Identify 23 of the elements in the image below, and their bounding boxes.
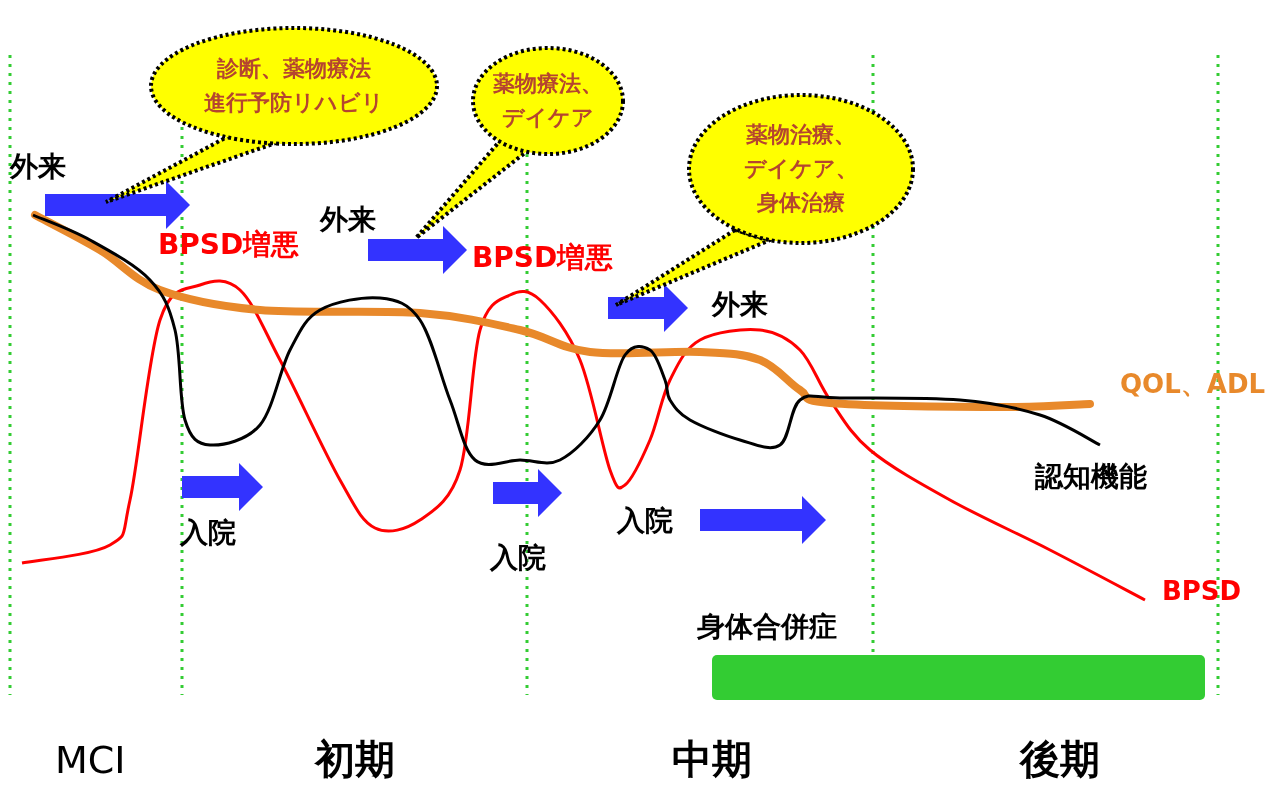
annotation-label: 外来 bbox=[712, 290, 768, 321]
bubble-text: 薬物療法、 bbox=[493, 69, 603, 98]
bar-label: 身体合併症 bbox=[697, 612, 837, 643]
annotation-label: 入院 bbox=[617, 506, 673, 537]
stage-label: 中期 bbox=[672, 737, 752, 781]
bubble-text: 身体治療 bbox=[757, 189, 845, 218]
stage-label: 初期 bbox=[315, 737, 395, 781]
annotation-label: 外来 bbox=[320, 205, 376, 236]
annotation-label: 入院 bbox=[180, 518, 236, 549]
annotation-label: 外来 bbox=[10, 152, 66, 183]
annotation-label: QOL、ADL bbox=[1120, 370, 1266, 399]
annotation-label: BPSD増悪 bbox=[472, 243, 614, 274]
annotation-label: 認知機能 bbox=[1035, 462, 1147, 493]
bubble-text: デイケア、 bbox=[744, 154, 858, 183]
stage-label: 後期 bbox=[1020, 737, 1100, 781]
bubble-text: 診断、薬物療法 bbox=[217, 54, 371, 83]
stage-label: MCI bbox=[55, 740, 126, 782]
annotation-label: BPSD bbox=[1162, 577, 1242, 606]
bubble-text: デイケア bbox=[502, 104, 594, 132]
bubble-text: 薬物治療、 bbox=[746, 120, 856, 149]
bubble-text: 進行予防リハビリ bbox=[204, 89, 384, 117]
annotation-label: 入院 bbox=[490, 543, 546, 574]
annotation-label: BPSD増悪 bbox=[158, 230, 300, 261]
